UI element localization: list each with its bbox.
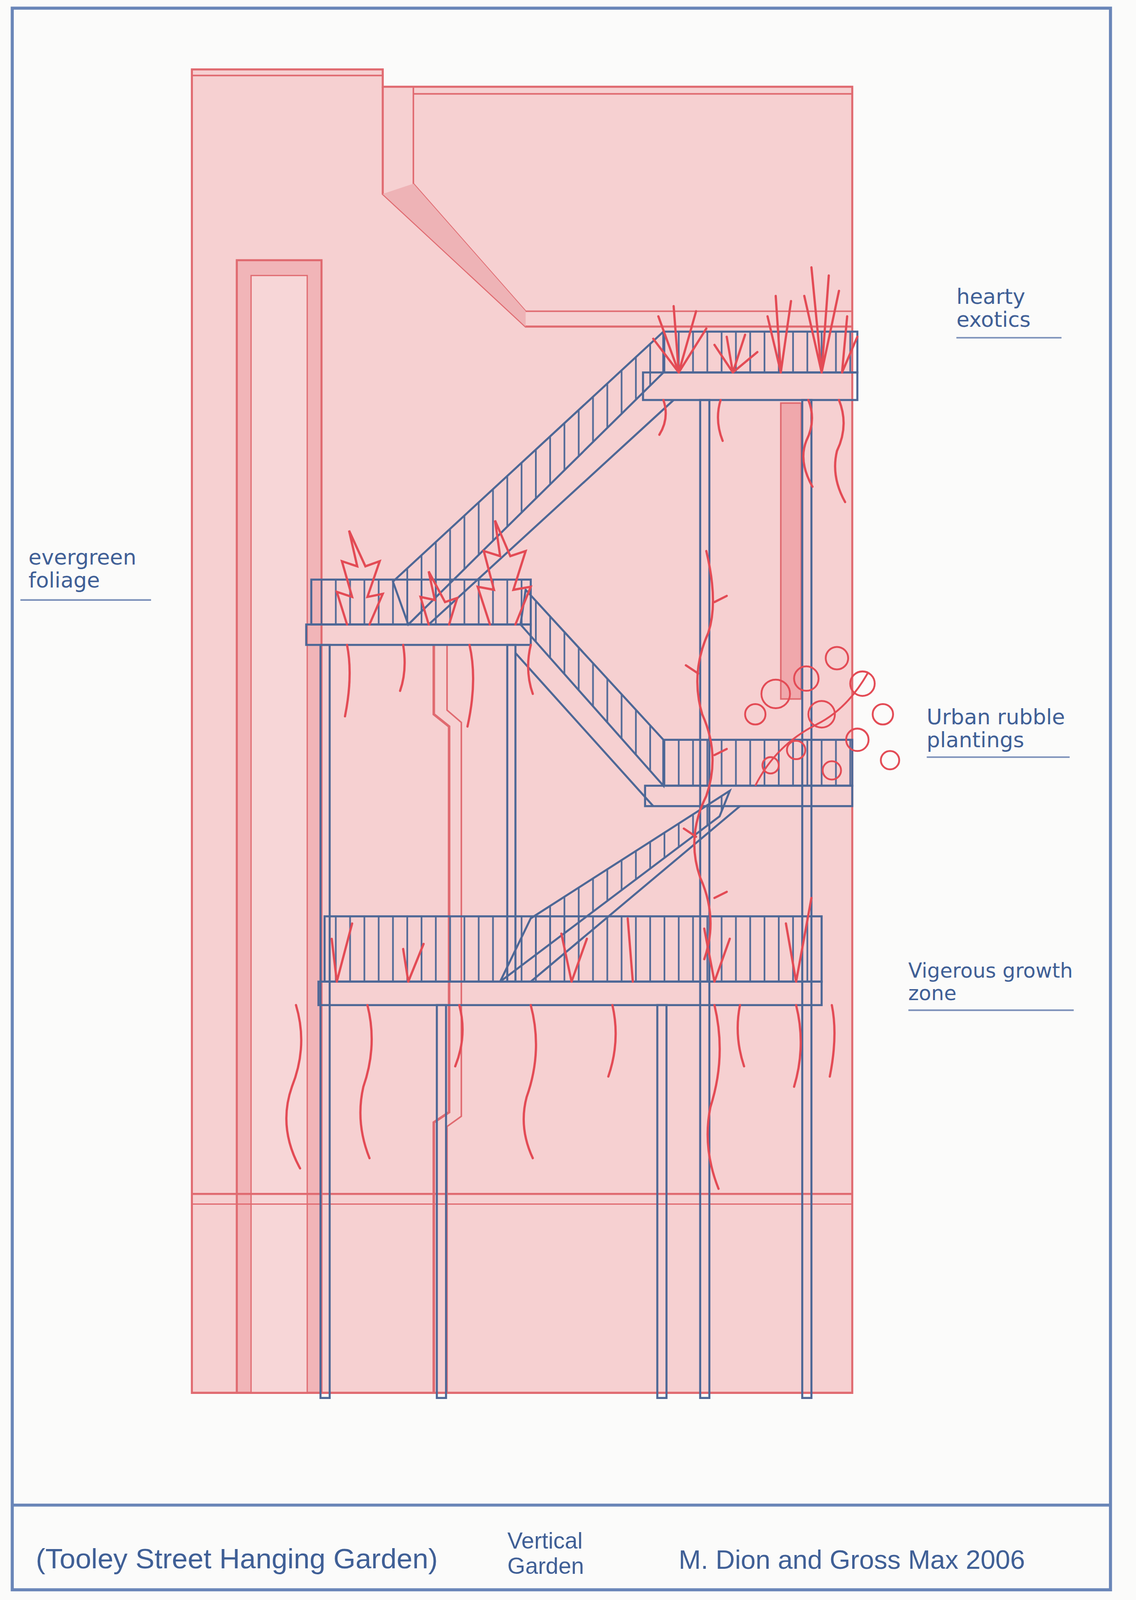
callout-label: evergreen foliage	[28, 545, 158, 593]
callout-label: hearty exotics	[956, 285, 1076, 332]
subtitle-text: Vertical Garden	[507, 1529, 627, 1580]
title-text: (Tooley Street Hanging Garden)	[35, 1543, 505, 1575]
callout-label: Vigerous growth zone	[908, 960, 1111, 1005]
credit-text: M. Dion and Gross Max 2006	[678, 1545, 1111, 1575]
callout-label: Urban rubble plantings	[926, 705, 1106, 753]
